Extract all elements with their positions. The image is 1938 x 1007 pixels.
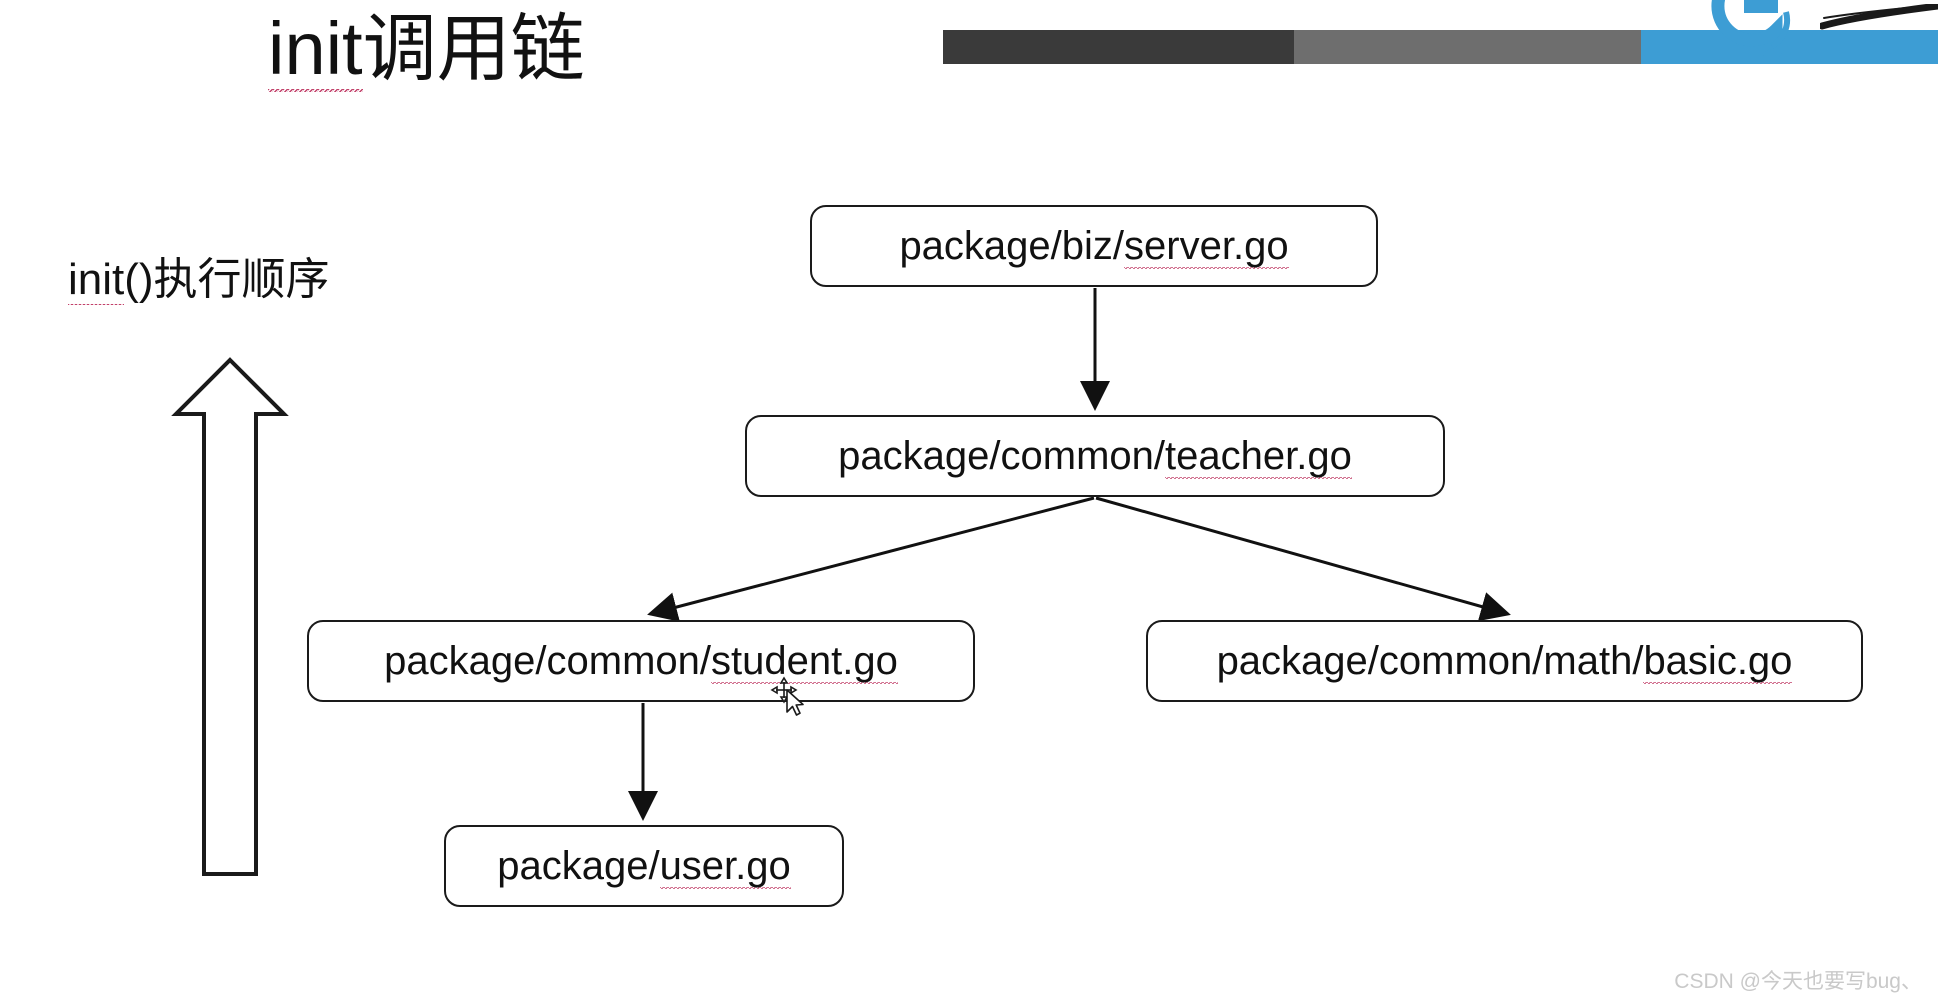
node-label: package/common/math/basic.go bbox=[1216, 638, 1793, 684]
blue-g-logo-icon bbox=[1711, 0, 1791, 58]
node-package-common-math-basic-go[interactable]: package/common/math/basic.go bbox=[1146, 620, 1863, 702]
node-label-misspelled-part: teacher.go bbox=[1165, 433, 1352, 479]
page-title-misspelled-word: init bbox=[268, 7, 363, 92]
init-order-label: init()执行顺序 bbox=[68, 243, 330, 307]
node-package-common-student-go[interactable]: package/common/student.go bbox=[307, 620, 975, 702]
node-label-misspelled-part: server.go bbox=[1124, 223, 1289, 269]
node-label-misspelled-part: student.go bbox=[711, 638, 898, 684]
node-label-misspelled-part: user.go bbox=[659, 843, 791, 889]
node-label: package/biz/server.go bbox=[899, 223, 1289, 269]
node-package-user-go[interactable]: package/user.go bbox=[444, 825, 844, 907]
csdn-watermark: CSDN @今天也要写bug、 bbox=[1674, 970, 1922, 993]
node-label: package/common/student.go bbox=[384, 638, 898, 684]
move-cursor-icon bbox=[770, 676, 804, 716]
page-title: init调用链 bbox=[268, 7, 585, 92]
header-bar-segment-medium bbox=[1294, 30, 1641, 64]
node-label: package/common/teacher.go bbox=[838, 433, 1352, 479]
header-bar-segment-blue bbox=[1641, 30, 1938, 64]
edge-teacher-to-basic bbox=[1095, 496, 1511, 622]
page-title-suffix: 调用链 bbox=[362, 7, 585, 90]
init-order-misspelled-word: init bbox=[68, 255, 125, 305]
node-package-common-teacher-go[interactable]: package/common/teacher.go bbox=[745, 415, 1445, 497]
node-package-biz-server-go[interactable]: package/biz/server.go bbox=[810, 205, 1378, 287]
edge-teacher-to-student bbox=[647, 496, 1095, 622]
header-bar-segment-dark bbox=[943, 30, 1294, 64]
node-label-misspelled-part: basic.go bbox=[1643, 638, 1793, 684]
init-order-label-suffix: ()执行顺序 bbox=[124, 255, 330, 304]
logo-scribble-icon bbox=[1820, 4, 1938, 30]
node-label: package/user.go bbox=[497, 843, 791, 889]
header-accent-bar bbox=[943, 30, 1938, 64]
execution-order-up-arrow-icon bbox=[171, 357, 289, 876]
